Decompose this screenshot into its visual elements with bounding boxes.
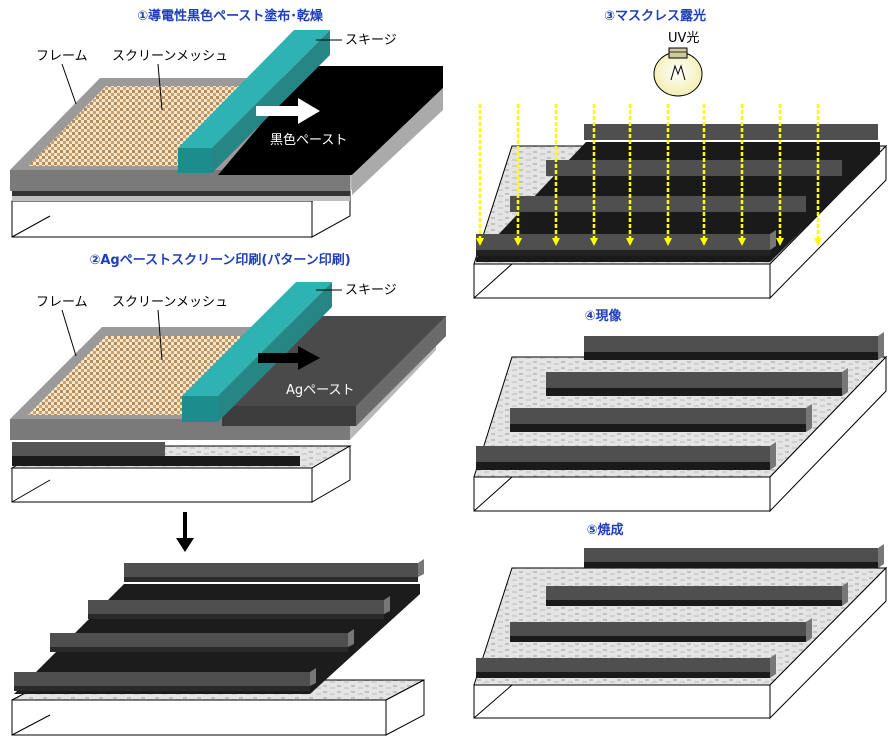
light-bulb-icon [653, 47, 703, 97]
step4-title: ④現像 [584, 308, 622, 324]
exposure-illustration [473, 104, 888, 300]
ag-paste-label: Agペースト [286, 383, 355, 398]
uv-rays [478, 104, 820, 240]
uv-light-label: UV光 [668, 31, 699, 46]
mesh-label: スクリーンメッシュ [112, 295, 228, 310]
frame-label: フレーム [36, 295, 88, 310]
frame-label: フレーム [36, 49, 88, 64]
squeegee-label: スキージ [345, 33, 397, 48]
squeegee [182, 282, 332, 422]
step1-title: ①導電性黒色ペースト塗布･乾燥 [137, 8, 324, 24]
squeegee-label: スキージ [345, 283, 397, 298]
firing-illustration [473, 544, 888, 720]
step3-title: ③マスクレス露光 [604, 8, 706, 24]
squeegee [178, 30, 330, 173]
arrow-right-icon [256, 98, 320, 124]
black-paste-area [218, 66, 443, 175]
printed-pattern-result [11, 559, 425, 736]
ag-paste-area [222, 316, 446, 426]
step5-title: ⑤焼成 [586, 522, 623, 538]
mesh-label: スクリーンメッシュ [112, 49, 228, 64]
step1-illustration: 黒色ペースト フレーム スクリーンメッシュ スキージ [10, 30, 443, 238]
development-illustration [473, 332, 888, 513]
step2-illustration: Agペースト フレーム スクリーンメッシュ スキージ [10, 282, 446, 503]
arrow-down-icon [176, 512, 194, 552]
black-paste-label: 黒色ペースト [270, 132, 347, 148]
arrow-right-icon [258, 346, 320, 370]
step2-title: ②Agペーストスクリーン印刷(パターン印刷) [89, 253, 350, 268]
